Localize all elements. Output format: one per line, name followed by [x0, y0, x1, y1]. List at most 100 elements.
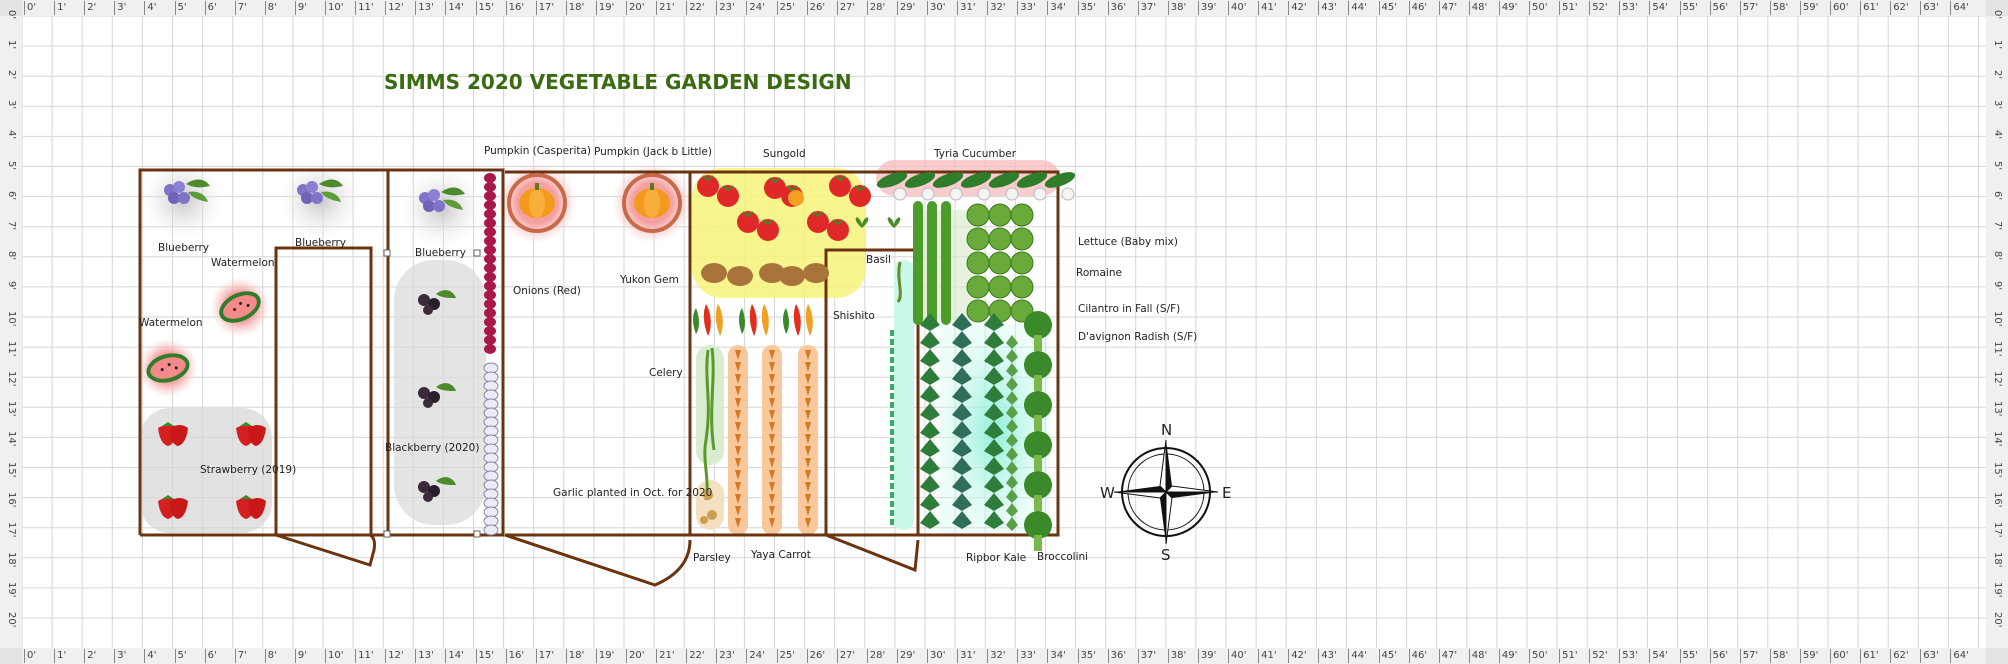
ruler-label: 10' — [1992, 311, 2003, 327]
ruler-left[interactable]: 0'1'2'3'4'5'6'7'8'9'10'11'12'13'14'15'16… — [0, 10, 22, 648]
ruler-label: 9' — [294, 649, 307, 663]
label-blackberry: Blackberry (2020) — [385, 442, 480, 454]
ruler-corner — [1986, 0, 2008, 16]
ruler-label: 44' — [1348, 1, 1367, 15]
ruler-label: 40' — [1228, 649, 1246, 663]
ruler-label: 18' — [1992, 551, 2003, 568]
ruler-label: 53' — [1619, 1, 1638, 15]
ruler-label: 58' — [1769, 649, 1788, 663]
ruler-label: 29' — [896, 1, 915, 15]
ruler-label: 59' — [1799, 1, 1818, 15]
ruler-label: 42' — [1288, 649, 1307, 663]
ruler-label: 49' — [1498, 1, 1517, 15]
ruler-label: 30' — [927, 649, 945, 663]
ruler-label: 19' — [595, 1, 614, 15]
ruler-label: 41' — [1258, 649, 1277, 663]
compass-n: N — [1161, 421, 1173, 439]
lettuce-and-romaine — [913, 201, 1034, 325]
celery-row — [703, 347, 716, 501]
ruler-label: 3' — [114, 1, 126, 15]
ruler-label: 11' — [1992, 341, 2003, 357]
ruler-label: 13' — [415, 649, 434, 663]
label-kale: Ripbor Kale — [966, 552, 1027, 564]
ruler-label: 1' — [54, 1, 66, 15]
compass-s: S — [1161, 546, 1171, 564]
ruler-label: 16' — [1992, 491, 2003, 508]
ruler-label: 30' — [927, 1, 945, 15]
ruler-label: 6' — [1992, 190, 2003, 200]
ruler-label: 26' — [806, 649, 825, 663]
ruler-label: 61' — [1860, 1, 1879, 15]
ruler-label: 45' — [1378, 1, 1397, 15]
label-watermelon: Watermelon — [139, 317, 203, 329]
label-celery: Celery — [649, 367, 683, 379]
bed-outlines — [138, 168, 1060, 587]
ruler-label: 60' — [1830, 1, 1848, 15]
ruler-label: 31' — [957, 1, 976, 15]
ruler-label: 0' — [24, 649, 36, 663]
ruler-label: 20' — [1992, 612, 2003, 628]
ruler-label: 41' — [1258, 1, 1277, 15]
ruler-label: 29' — [896, 649, 915, 663]
ruler-label: 13' — [415, 1, 434, 15]
ruler-label: 10' — [325, 649, 343, 663]
ruler-label: 20' — [626, 1, 644, 15]
ruler-label: 21' — [656, 1, 675, 15]
kale-plants — [920, 313, 1004, 529]
ruler-label: 18' — [6, 551, 17, 568]
ruler-label: 8' — [264, 1, 277, 15]
ruler-right[interactable]: 0'1'2'3'4'5'6'7'8'9'10'11'12'13'14'15'16… — [1986, 10, 2008, 648]
compass-w: W — [1100, 484, 1115, 502]
ruler-label: 10' — [325, 1, 343, 15]
blueberry-plants — [164, 179, 465, 212]
compass-e: E — [1222, 484, 1232, 502]
ruler-corner — [0, 648, 22, 664]
ruler-label: 11' — [355, 1, 374, 15]
pumpkin-plants — [507, 173, 682, 233]
label-garlic: Garlic planted in Oct. for 2020 — [553, 487, 713, 499]
ruler-label: 64' — [1950, 1, 1969, 15]
ruler-label: 14' — [445, 649, 464, 663]
ruler-label: 5' — [1992, 160, 2003, 170]
ruler-label: 3' — [114, 649, 126, 663]
ruler-label: 15' — [475, 649, 494, 663]
label-carrot: Yaya Carrot — [751, 549, 811, 561]
label-cilantro: Cilantro in Fall (S/F) — [1078, 303, 1181, 315]
ruler-label: 22' — [686, 649, 705, 663]
ruler-label: 5' — [174, 649, 187, 663]
ruler-label: 25' — [776, 1, 795, 15]
ruler-label: 15' — [475, 1, 494, 15]
ruler-label: 42' — [1288, 1, 1307, 15]
ruler-label: 45' — [1378, 649, 1397, 663]
ruler-label: 24' — [746, 1, 765, 15]
ruler-label: 4' — [144, 1, 157, 15]
ruler-label: 17' — [535, 1, 554, 15]
blackberry-plants — [418, 290, 456, 502]
ruler-label: 15' — [1992, 461, 2003, 477]
ruler-label: 35' — [1077, 649, 1096, 663]
ruler-label: 20' — [626, 649, 644, 663]
yukon-potatoes — [701, 263, 829, 286]
ruler-bottom[interactable]: 0'1'2'3'4'5'6'7'8'9'10'11'12'13'14'15'16… — [22, 648, 1986, 664]
ruler-label: 1' — [54, 649, 66, 663]
ruler-label: 28' — [866, 1, 885, 15]
ruler-label: 43' — [1318, 1, 1337, 15]
ruler-label: 39' — [1197, 1, 1216, 15]
ruler-label: 5' — [6, 160, 17, 170]
ruler-label: 8' — [264, 649, 277, 663]
ruler-label: 17' — [1992, 521, 2003, 538]
ruler-label: 54' — [1649, 1, 1668, 15]
ruler-label: 51' — [1559, 1, 1578, 15]
ruler-label: 4' — [1992, 130, 2003, 140]
ruler-label: 58' — [1769, 1, 1788, 15]
ruler-top[interactable]: 0'1'2'3'4'5'6'7'8'9'10'11'12'13'14'15'16… — [22, 0, 1986, 16]
ruler-label: 19' — [595, 649, 614, 663]
ruler-label: 6' — [204, 649, 217, 663]
ruler-label: 61' — [1860, 649, 1879, 663]
ruler-label: 0' — [6, 10, 17, 20]
ruler-label: 20' — [6, 612, 17, 628]
ruler-label: 24' — [746, 649, 765, 663]
ruler-label: 27' — [836, 649, 855, 663]
